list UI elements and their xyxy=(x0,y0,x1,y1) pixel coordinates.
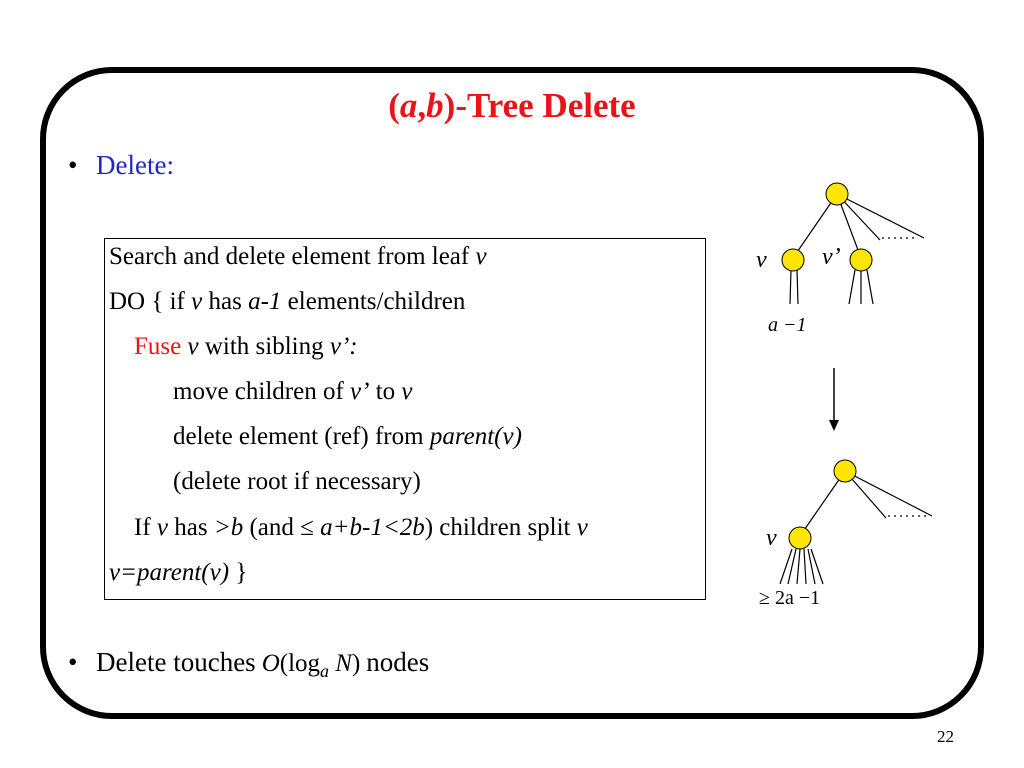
algorithm-box: Search and delete element from leaf v DO… xyxy=(104,238,706,600)
algo-line-2: DO { if v has a-1 elements/children xyxy=(109,288,466,315)
node-v-prime xyxy=(849,248,873,272)
algo-line-1: Search and delete element from leaf v xyxy=(109,243,487,270)
fused-node-v xyxy=(788,526,812,550)
bullet-delete: • Delete: xyxy=(68,150,174,181)
algo-line-3: Fuse v with sibling v’: xyxy=(134,333,358,360)
bullet-dot: • xyxy=(68,150,78,180)
label-geq-2a-minus-1: ≥ 2a −1 xyxy=(759,587,820,609)
slide-frame xyxy=(40,67,984,719)
label-v-top: v xyxy=(756,247,767,273)
algo-line-4: move children of v’ to v xyxy=(173,378,413,405)
algo-line-8: v=parent(v) } xyxy=(109,559,248,586)
root-node-before xyxy=(825,182,849,206)
node-v xyxy=(781,248,805,272)
algo-line-6: (delete root if necessary) xyxy=(173,468,421,495)
slide-title: (a,b)-Tree Delete xyxy=(388,86,636,125)
bullet-dot: • xyxy=(68,647,78,677)
label-v-prime: v’ xyxy=(822,244,841,270)
log-formula: O(loga N) xyxy=(261,650,361,681)
algo-line-7: If v has >b (and ≤ a+b-1<2b) children sp… xyxy=(134,514,588,541)
arrow-head-icon xyxy=(829,420,839,431)
algo-line-5: delete element (ref) from parent(v) xyxy=(173,423,522,450)
root-node-after xyxy=(833,459,857,483)
label-v-bottom: v xyxy=(766,525,777,551)
page-number: 22 xyxy=(937,727,954,746)
bullet-delete-text: Delete: xyxy=(96,150,174,180)
tree-before xyxy=(789,193,925,305)
label-a-minus-1: a −1 xyxy=(768,314,807,336)
